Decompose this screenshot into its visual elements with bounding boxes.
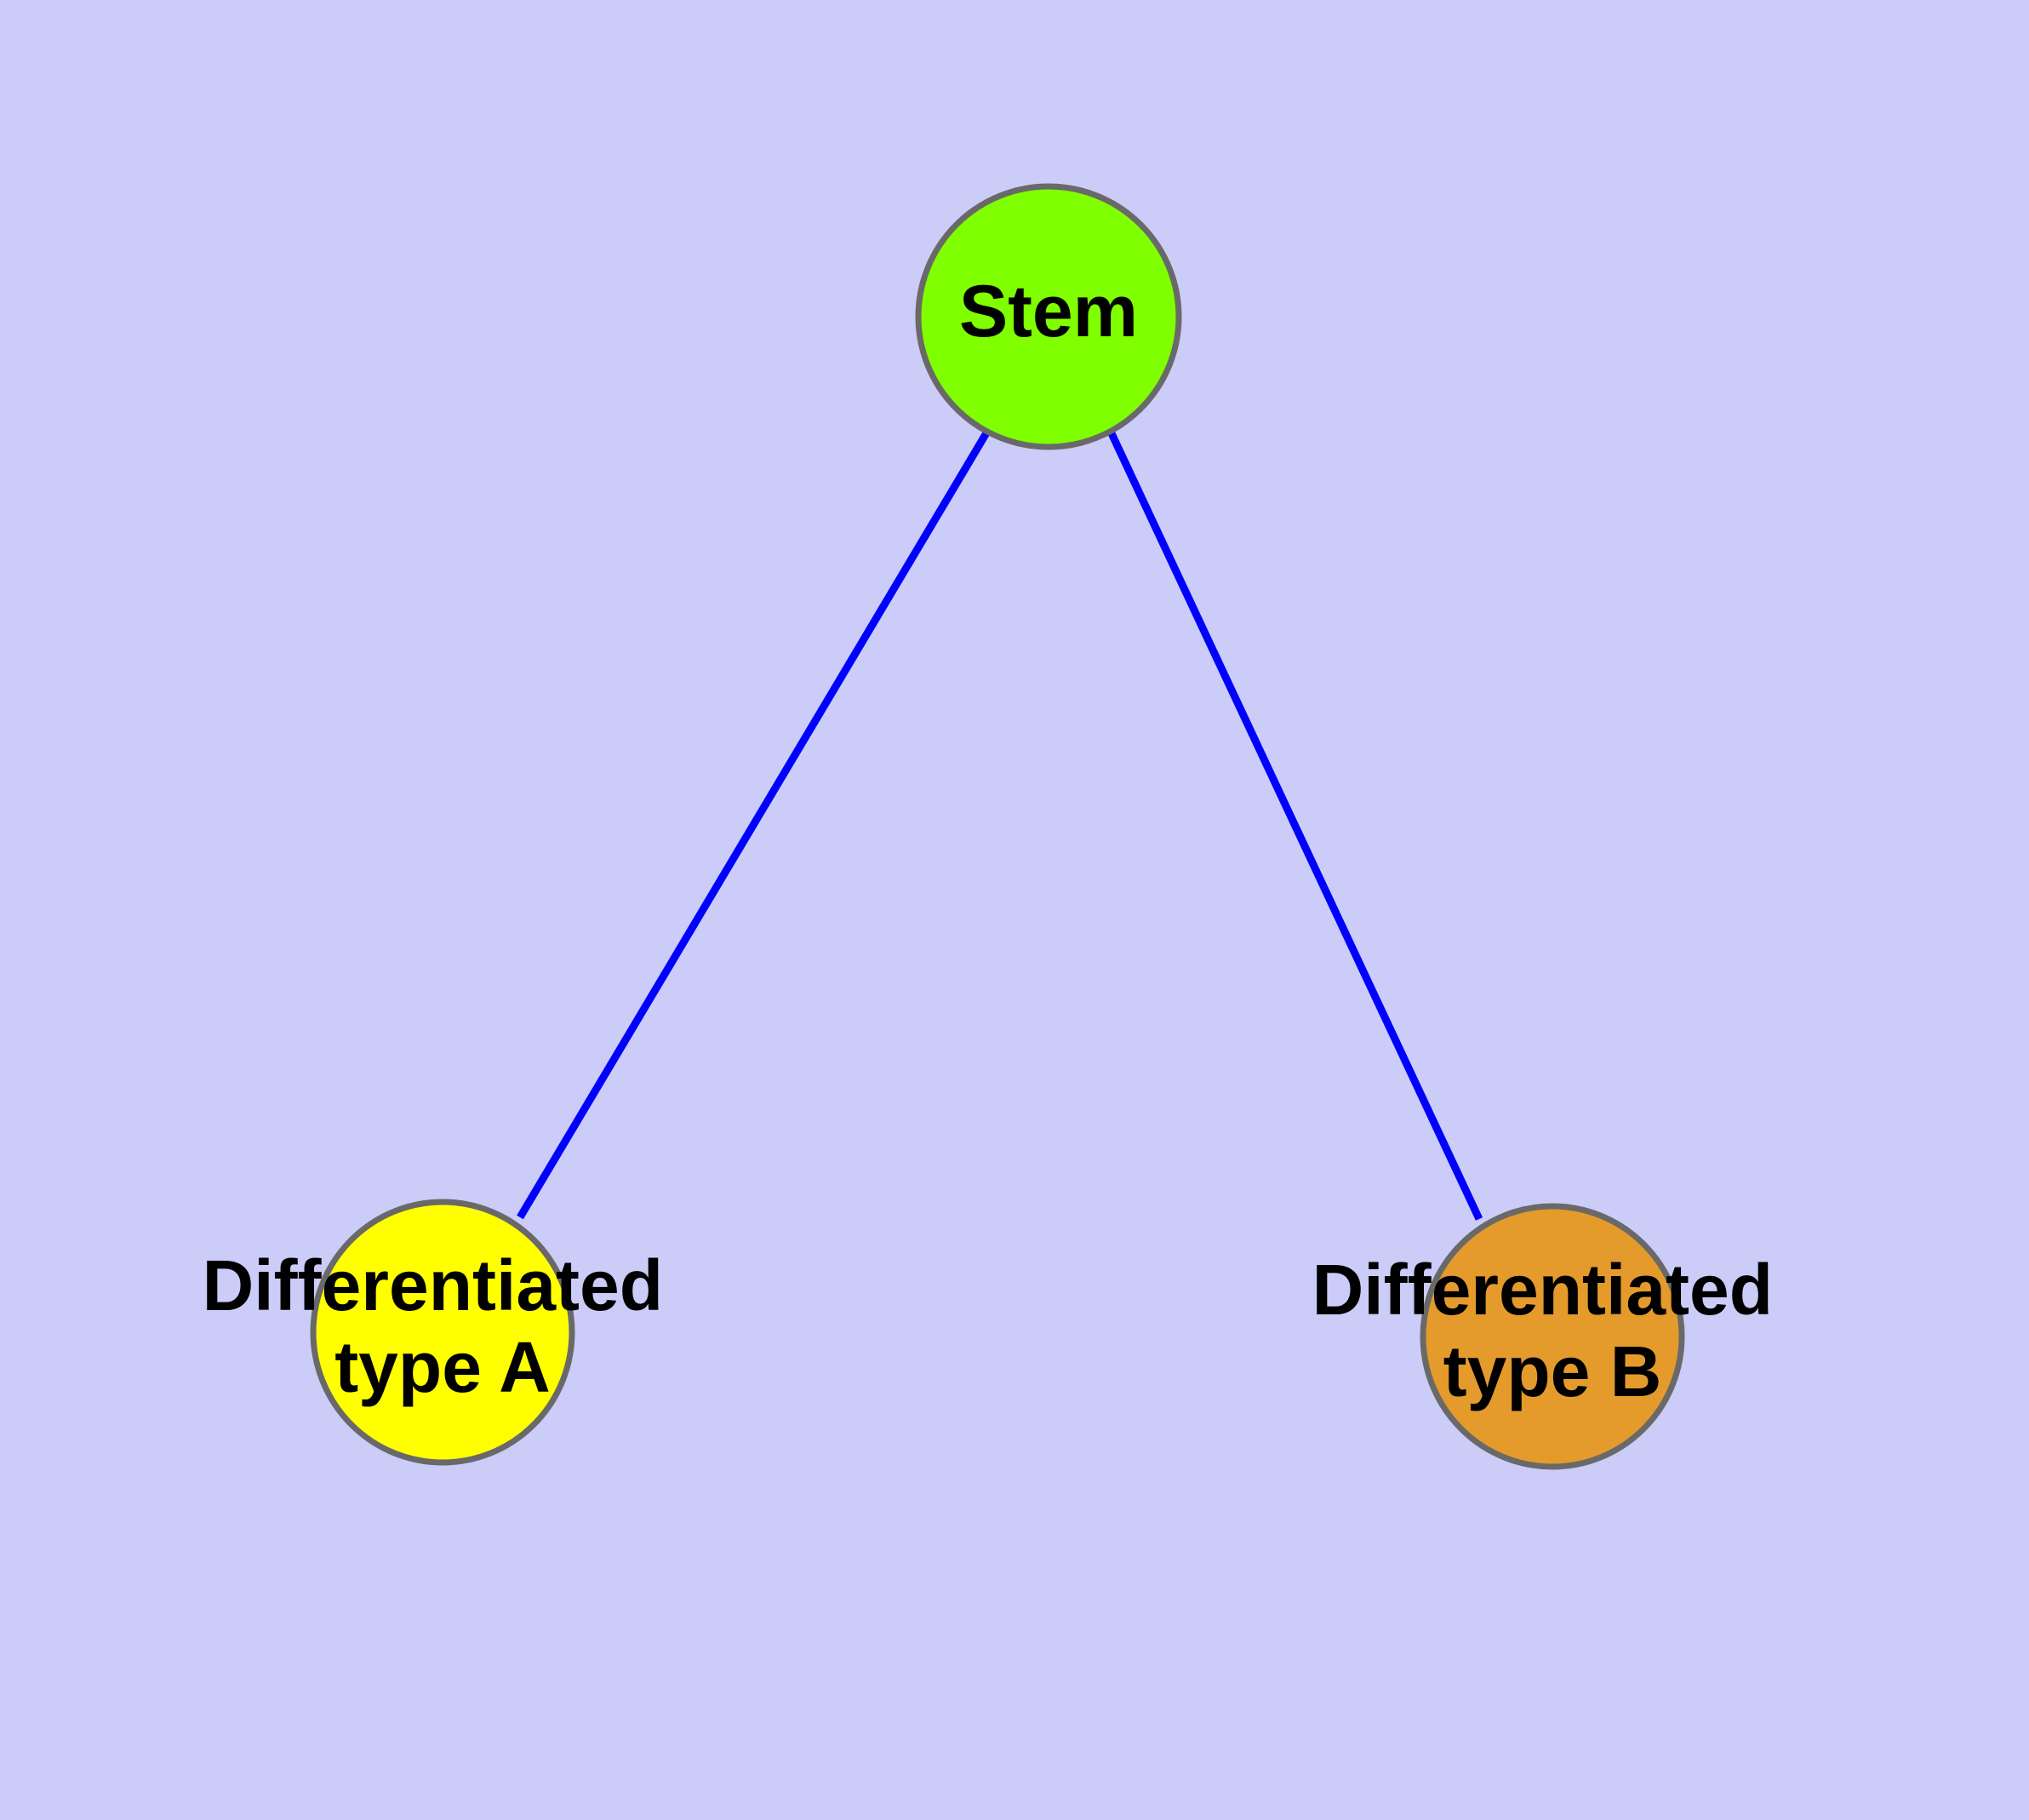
node-stem-circle[interactable]: [915, 183, 1182, 450]
node-stem-label-line-1: Stem: [959, 271, 1138, 352]
edge-stem-to-differentiated-type-a[interactable]: [517, 429, 991, 1220]
node-differentiated-type-a-label-line-2: type A: [334, 1327, 551, 1407]
edges-group: [517, 429, 1483, 1221]
labels-group: Stem Differentiated type A Differentiate…: [203, 271, 1793, 1411]
node-stem-label: Stem: [959, 271, 1138, 352]
node-differentiated-type-a-label: Differentiated type A: [203, 1245, 683, 1407]
node-differentiated-type-a-label-line-1: Differentiated: [203, 1245, 663, 1325]
edge-stem-to-differentiated-type-b[interactable]: [1106, 430, 1483, 1221]
nodes-group: [310, 183, 1685, 1470]
node-differentiated-type-b-label-line-1: Differentiated: [1312, 1250, 1773, 1330]
node-differentiated-type-a-circle[interactable]: [310, 1199, 575, 1466]
node-differentiated-type-b-circle[interactable]: [1420, 1203, 1685, 1470]
node-differentiated-type-b-label-line-2: type B: [1443, 1331, 1662, 1411]
node-differentiated-type-b-label: Differentiated type B: [1312, 1250, 1793, 1411]
